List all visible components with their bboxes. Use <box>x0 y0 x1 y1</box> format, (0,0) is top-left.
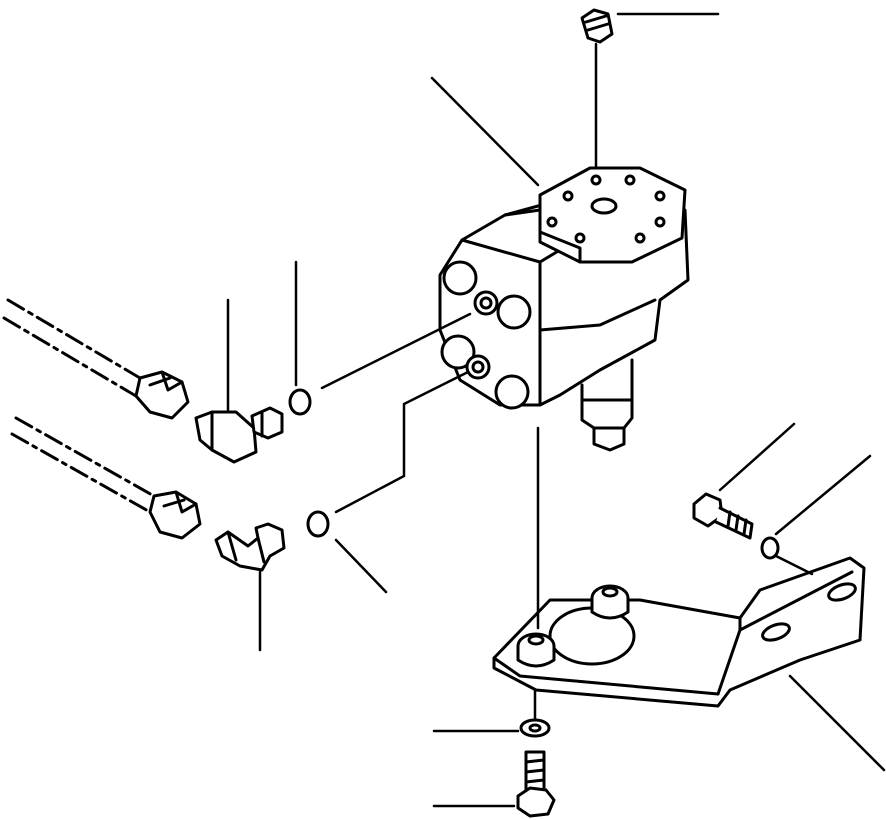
elbow-fitting-upper <box>194 406 284 464</box>
bolt-lower <box>516 750 556 818</box>
hose-upper <box>2 298 190 420</box>
washer-upper <box>760 536 780 560</box>
hose-lower <box>10 416 202 540</box>
bolt-upper <box>692 492 754 540</box>
o-ring-upper <box>288 388 312 416</box>
o-ring-lower <box>306 510 330 538</box>
steering-valve <box>438 166 690 452</box>
leader-lines <box>226 12 886 808</box>
bracket <box>492 556 866 708</box>
cap <box>580 8 614 44</box>
elbow-fitting-lower <box>214 522 286 572</box>
washer-lower <box>519 718 551 738</box>
